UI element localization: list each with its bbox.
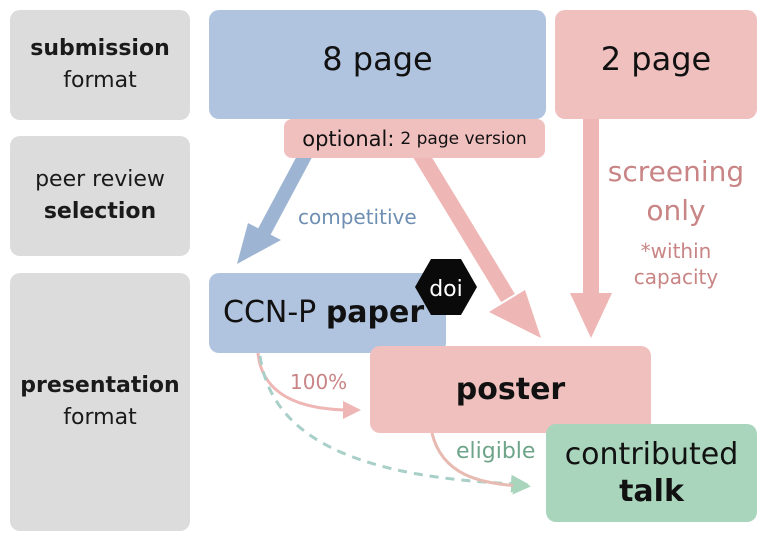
arrow-paper-to-talk-dashed: [258, 355, 529, 493]
arrow-optional-to-poster: [411, 145, 541, 338]
row-label-presentation-normal: format: [63, 405, 137, 430]
box-optional-two-page-version: optional: 2 page version: [284, 119, 545, 158]
box-poster: poster: [370, 346, 651, 433]
optional-label-rest: 2 page version: [400, 128, 527, 149]
row-label-presentation-bold: presentation: [20, 373, 180, 399]
arrow-paper-to-poster: [256, 352, 361, 419]
label-competitive-text: competitive: [298, 205, 417, 229]
label-screening-line1: screening: [607, 155, 745, 188]
row-label-review-bold: selection: [43, 199, 157, 224]
box-eight-page: 8 page: [209, 10, 546, 119]
label-percent-text: 100%: [290, 370, 348, 394]
optional-label-bold: optional:: [302, 126, 395, 151]
two-page-label: 2 page: [600, 39, 712, 78]
row-label-submission-format: submission format: [10, 10, 190, 120]
label-screening-line2: only: [646, 194, 706, 228]
poster-label: poster: [455, 372, 566, 407]
ccnp-label-normal: CCN-P: [223, 295, 317, 330]
label-percent: 100%: [290, 370, 347, 394]
label-within-capacity: *within capacity: [624, 238, 728, 290]
talk-label-normal: contributed: [564, 436, 739, 472]
arrow-screening: [570, 118, 612, 338]
box-two-page: 2 page: [555, 10, 757, 119]
ccnp-label-bold: paper: [325, 295, 425, 330]
arrow-competitive: [237, 146, 315, 264]
row-label-peer-review-selection: peer review selection: [10, 136, 190, 256]
box-contributed-talk: contributed talk: [546, 424, 757, 522]
row-label-presentation-format: presentation format: [10, 273, 190, 531]
row-label-submission-bold: submission: [30, 36, 170, 62]
eight-page-label: 8 page: [322, 39, 433, 78]
label-screening-only: screening only: [606, 152, 746, 230]
label-capacity-line2: capacity: [633, 265, 719, 289]
label-eligible: eligible: [456, 439, 535, 464]
label-competitive: competitive: [298, 205, 417, 229]
row-label-review-normal: peer review: [35, 167, 165, 193]
label-capacity-line1: *within: [640, 239, 712, 263]
box-ccnp-paper: CCN-P paper: [209, 273, 446, 353]
label-eligible-text: eligible: [456, 439, 536, 464]
talk-label-bold: talk: [619, 474, 684, 509]
row-label-submission-normal: format: [63, 68, 137, 93]
arrow-poster-to-talk: [430, 432, 531, 495]
